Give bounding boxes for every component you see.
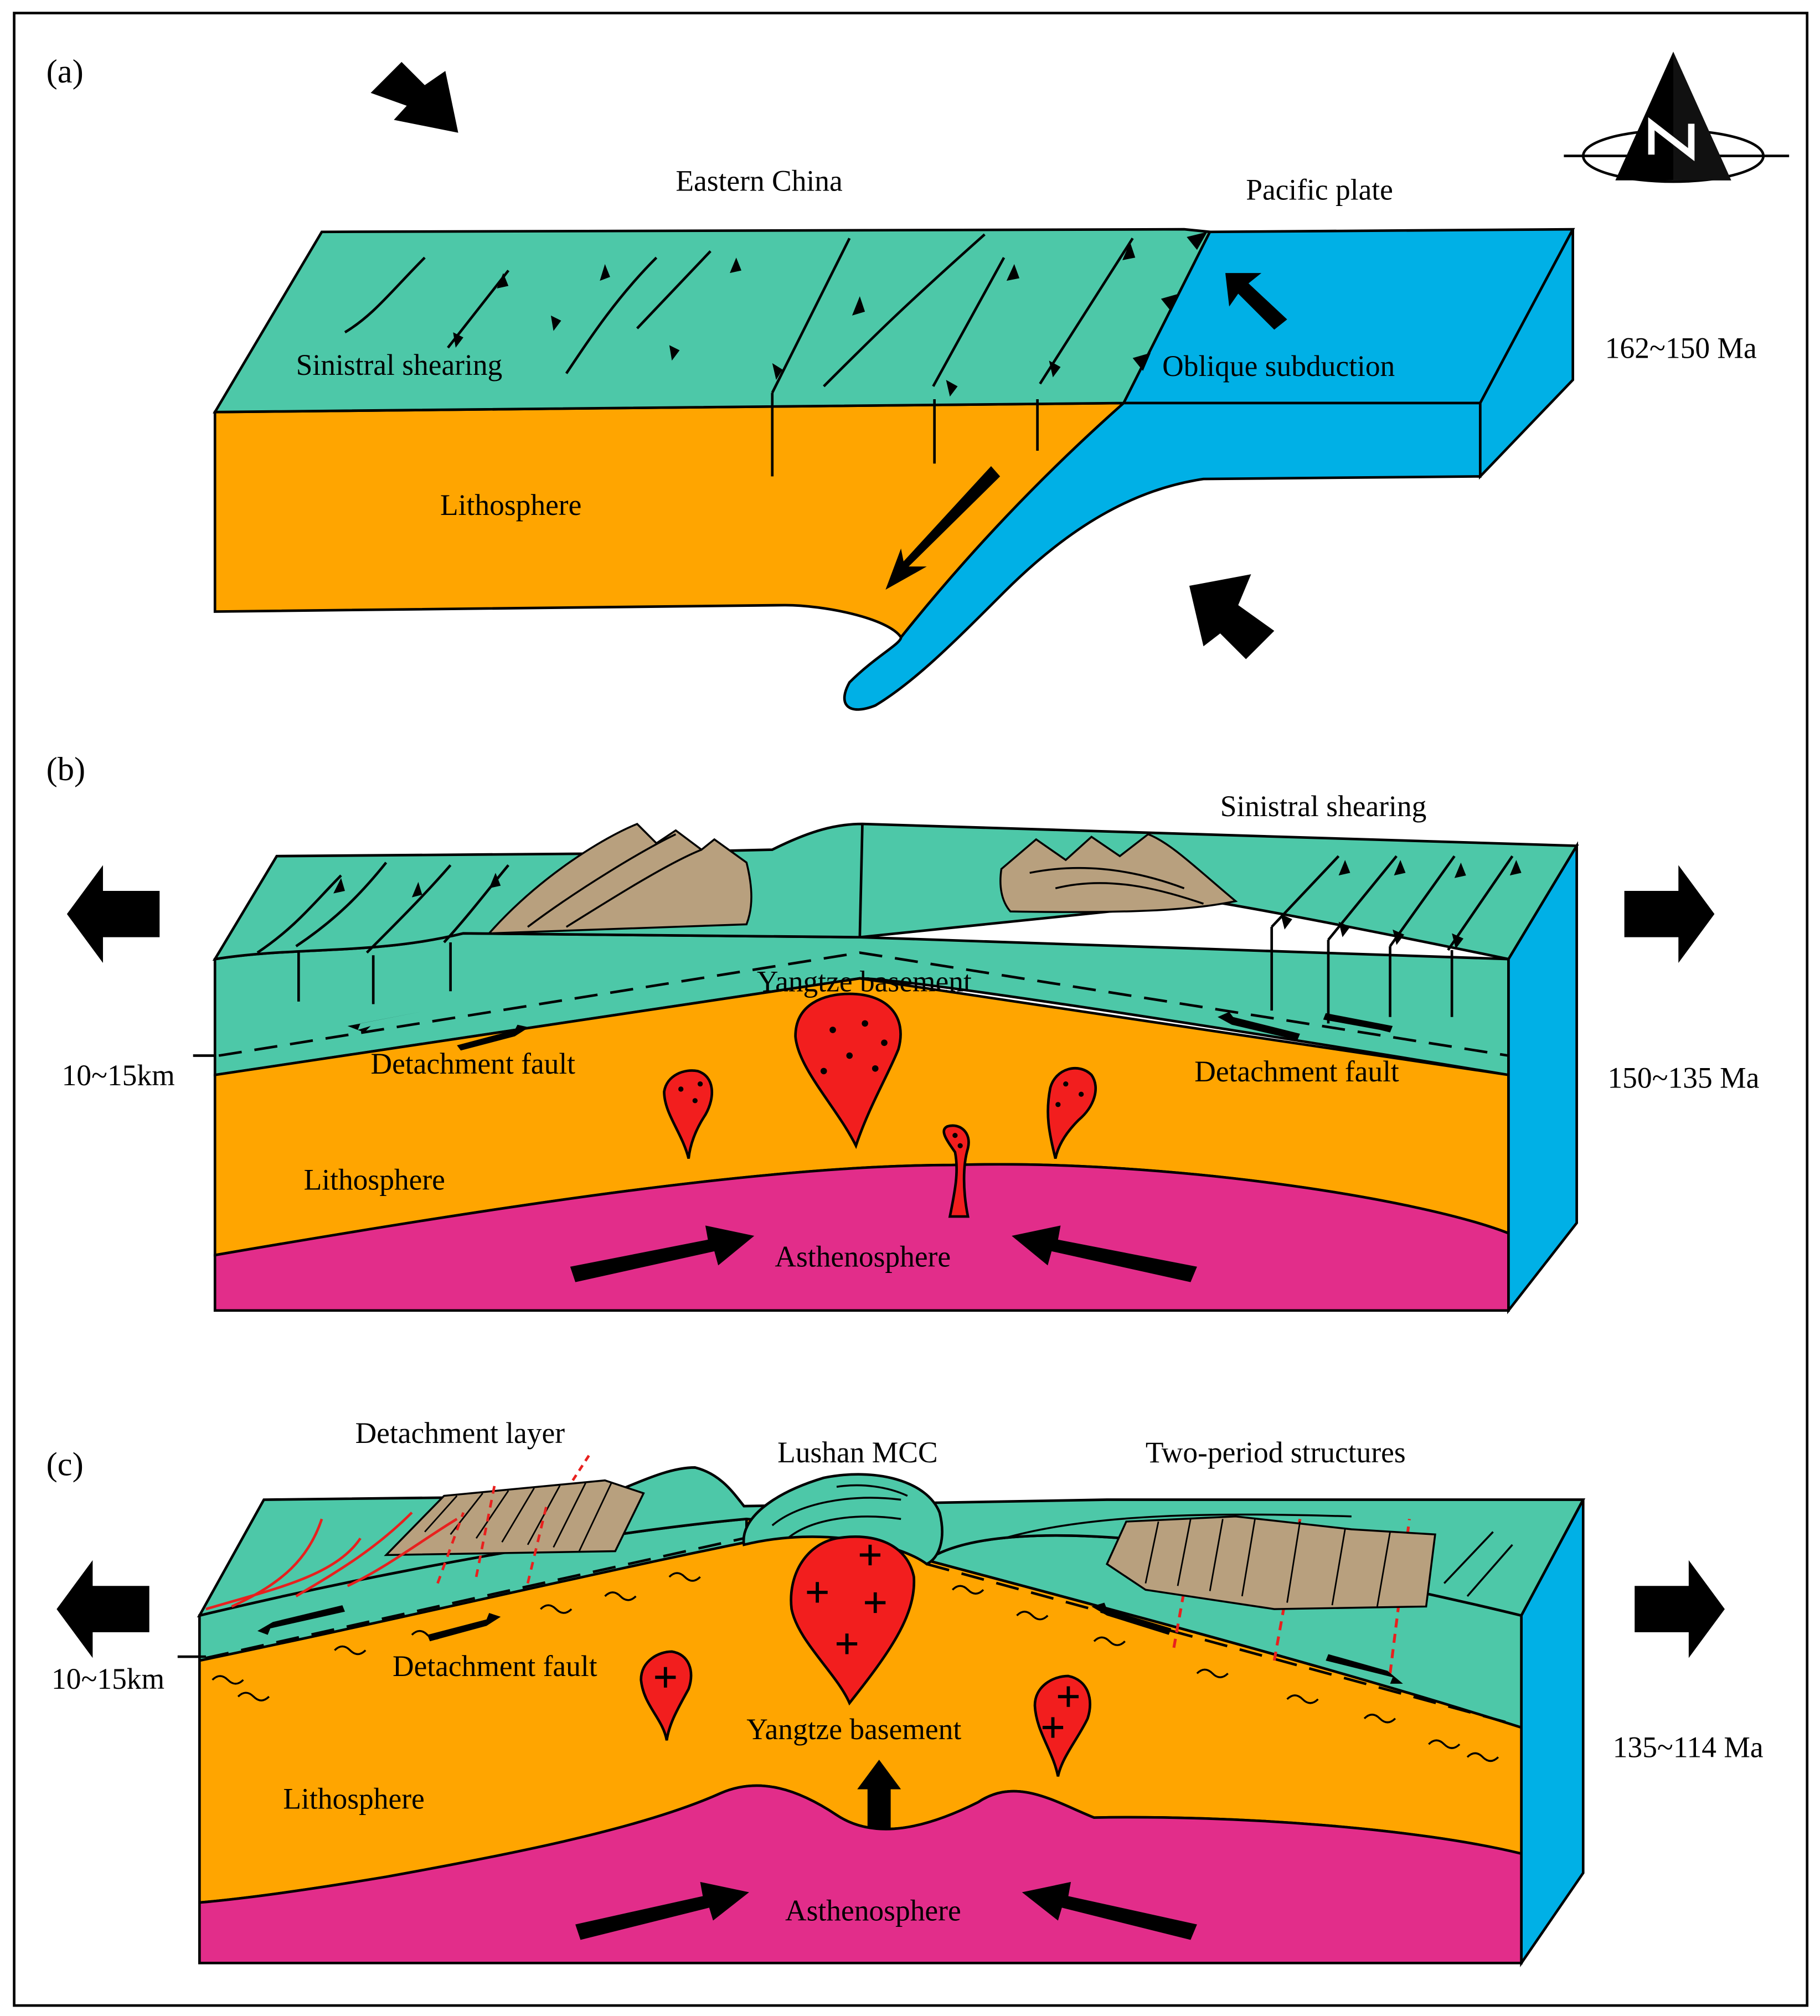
- detachment-fault-label-b-left: Detachment fault: [370, 1047, 575, 1080]
- detachment-fault-b: [218, 951, 1509, 1057]
- subduction-direction-arrow: [1225, 273, 1287, 330]
- lithosphere-label-a: Lithosphere: [440, 488, 581, 522]
- detachment-layer-block-left: [384, 1479, 645, 1556]
- yangtze-basement-label-c: Yangtze basement: [746, 1713, 961, 1746]
- slab-pull-arrow: [885, 466, 1001, 590]
- mcc-foliation: [771, 1484, 908, 1539]
- asthenosphere-flow-arrow-left-b: [570, 1225, 755, 1282]
- magma-dots-b: [678, 1020, 1084, 1148]
- panel-a: (a): [47, 51, 1790, 711]
- panel-b: (b): [47, 751, 1759, 1314]
- oblique-subduction-label: Oblique subduction: [1162, 349, 1395, 383]
- depth-label-b: 10~15km: [62, 1059, 175, 1092]
- detachment-fault-label-b-right: Detachment fault: [1194, 1055, 1399, 1088]
- extension-arrow-right-c: [1635, 1560, 1725, 1658]
- extension-arrow-left-b: [66, 865, 160, 963]
- red-normal-faults-left: [205, 1453, 591, 1611]
- sediment-wedge-right-b: [999, 833, 1238, 913]
- eastern-china-label: Eastern China: [676, 164, 842, 197]
- depth-label-c: 10~15km: [51, 1662, 164, 1695]
- upwelling-arrow-icon: [857, 1760, 901, 1828]
- magma-plus-marks-c: [655, 1544, 1079, 1738]
- asthenosphere-flow-arrow-left-c: [575, 1881, 749, 1940]
- detachment-arrows-b: [347, 1008, 1393, 1051]
- asthenosphere-flow-arrow-right-c: [1022, 1881, 1197, 1940]
- yangtze-basement-label-b: Yangtze basement: [757, 965, 972, 998]
- panel-b-label: (b): [47, 751, 85, 788]
- age-label-c: 135~114 Ma: [1613, 1730, 1764, 1764]
- detachment-layer-label: Detachment layer: [355, 1416, 565, 1450]
- crust-top-a: [213, 228, 1212, 414]
- figure-frame: [13, 12, 1809, 2007]
- two-period-block-lines: [1144, 1519, 1391, 1607]
- north-arrow-icon: [1564, 51, 1790, 183]
- asthenosphere-c: [198, 1784, 1523, 1965]
- asthenosphere-flow-arrow-right-b: [1012, 1225, 1197, 1282]
- pacific-plate-label: Pacific plate: [1246, 173, 1393, 207]
- lithosphere-label-b: Lithosphere: [304, 1163, 445, 1196]
- subducting-slab: [843, 401, 1482, 711]
- detachment-fault-c: [205, 1537, 1517, 1726]
- compression-arrow-icon: [1189, 574, 1275, 659]
- shear-faults-a: [344, 233, 1134, 477]
- two-period-structures-label: Two-period structures: [1146, 1436, 1406, 1469]
- asthenosphere-label-b: Asthenosphere: [775, 1240, 951, 1273]
- two-period-structures-block: [1105, 1515, 1436, 1610]
- panel-c: (c): [47, 1416, 1764, 1967]
- age-label-a: 162~150 Ma: [1605, 332, 1757, 365]
- detachment-arrows-c: [257, 1602, 1403, 1684]
- extension-arrow-right-b: [1624, 865, 1715, 963]
- sinistral-shearing-label-a: Sinistral shearing: [296, 348, 503, 381]
- sediment-wedge-left-b: [487, 823, 752, 935]
- magma-bodies-b: [663, 992, 1097, 1218]
- extension-arrow-left-c: [56, 1560, 149, 1658]
- crust-lines-right-c: [1003, 1513, 1513, 1597]
- shear-sense-arrows-a: [453, 242, 1136, 397]
- asthenosphere-label-c: Asthenosphere: [785, 1894, 961, 1927]
- panel-a-label: (a): [47, 53, 84, 90]
- age-label-b: 150~135 Ma: [1607, 1061, 1759, 1095]
- sinistral-shearing-label-b: Sinistral shearing: [1220, 790, 1427, 823]
- compression-arrow-icon: [370, 61, 458, 133]
- sediment-layers-b: [527, 833, 1204, 928]
- detachment-layer-tilted-blocks: [424, 1482, 612, 1552]
- subduction-teeth: [1132, 231, 1208, 371]
- side-face-c: [1520, 1499, 1585, 1967]
- side-face-b: [1507, 841, 1578, 1314]
- detachment-fault-label-c: Detachment fault: [393, 1649, 597, 1683]
- lithosphere-label-c: Lithosphere: [283, 1782, 424, 1815]
- panel-c-label: (c): [47, 1446, 84, 1483]
- lushan-mcc-label: Lushan MCC: [777, 1436, 938, 1469]
